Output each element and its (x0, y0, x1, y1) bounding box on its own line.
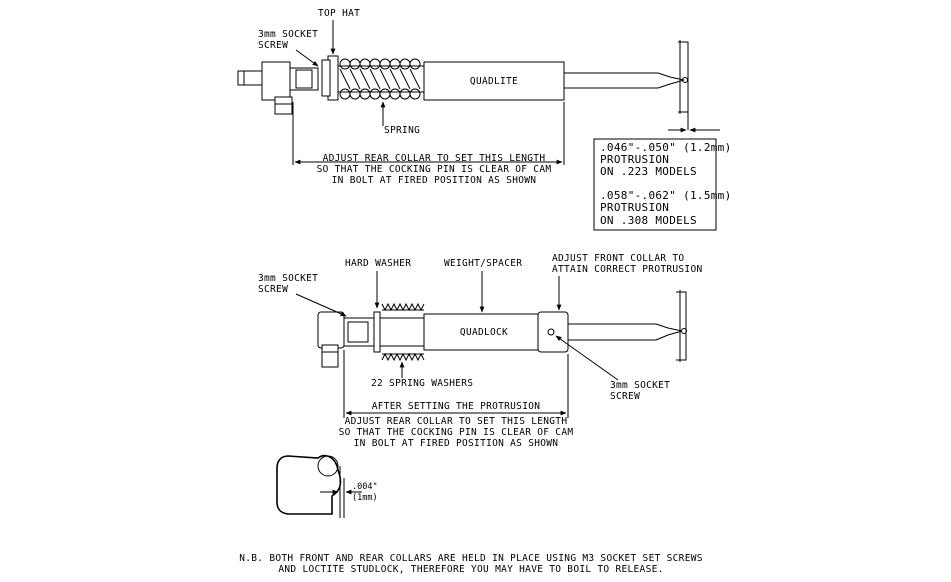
weight-spacer-label: WEIGHT/SPACER (444, 258, 522, 269)
bottom-adjust-2: SO THAT THE COCKING PIN IS CLEAR OF CAM (339, 427, 574, 438)
spring-washers (381, 302, 425, 362)
spec-box: .046"-.050" (1.2mm) PROTRUSION ON .223 M… (593, 138, 732, 231)
spec-line3: ON .223 MODELS (600, 165, 697, 178)
top-screw-label-2: SCREW (258, 40, 288, 51)
bottom-screw-label-1: 3mm SOCKET (258, 273, 318, 284)
quadlock-label: QUADLOCK (460, 327, 508, 338)
bottom-assembly: QUADLOCK 3mm SOCKET SCREW HARD WASHER WE… (258, 253, 703, 449)
top-adjust-2: SO THAT THE COCKING PIN IS CLEAR OF CAM (317, 164, 552, 175)
top-screw-label-1: 3mm SOCKET (258, 29, 318, 40)
bottom-screw-label-2: SCREW (258, 284, 288, 295)
front-screw-label-1: 3mm SOCKET (610, 380, 670, 391)
spring-washers-label: 22 SPRING WASHERS (371, 378, 473, 389)
top-hat-label: TOP HAT (318, 8, 360, 19)
spec-line6: ON .308 MODELS (600, 214, 697, 227)
bottom-adjust-1: ADJUST REAR COLLAR TO SET THIS LENGTH (345, 416, 568, 427)
top-spring (339, 58, 421, 100)
front-screw-label-2: SCREW (610, 391, 640, 402)
top-spring-label: SPRING (384, 125, 420, 136)
hard-washer-label: HARD WASHER (345, 258, 411, 269)
top-adjust-1: ADJUST REAR COLLAR TO SET THIS LENGTH (323, 153, 546, 164)
after-setting-label: AFTER SETTING THE PROTRUSION (372, 401, 541, 412)
front-collar (537, 311, 569, 353)
adjust-front-label-1: ADJUST FRONT COLLAR TO (552, 253, 684, 264)
cam-detail: .004" (1mm) (276, 454, 378, 518)
top-rear-collar (261, 61, 291, 101)
spec-line2: PROTRUSION (600, 153, 669, 166)
spec-line4: .058"-.062" (1.5mm) (600, 189, 732, 202)
top-assembly: QUADLITE TOP HAT 3mm SOCKET SCREW SPRING… (237, 8, 720, 186)
quadlock-body (423, 313, 539, 351)
note-line2: AND LOCTITE STUDLOCK, THEREFORE YOU MAY … (278, 564, 663, 575)
detail-dim-2: (1mm) (352, 493, 378, 503)
detail-dim-1: .004" (352, 482, 378, 492)
quadlite-body (423, 61, 565, 101)
spec-line5: PROTRUSION (600, 201, 669, 214)
bottom-adjust-3: IN BOLT AT FIRED POSITION AS SHOWN (354, 438, 559, 449)
note-line1: N.B. BOTH FRONT AND REAR COLLARS ARE HEL… (239, 553, 703, 564)
top-rear-knob (237, 70, 263, 86)
spec-line1: .046"-.050" (1.2mm) (600, 141, 732, 154)
adjust-front-label-2: ATTAIN CORRECT PROTRUSION (552, 264, 703, 275)
quadlite-label: QUADLITE (470, 76, 518, 87)
hard-washer (373, 311, 381, 353)
bottom-rear-collar (317, 311, 345, 349)
top-adjust-3: IN BOLT AT FIRED POSITION AS SHOWN (332, 175, 537, 186)
